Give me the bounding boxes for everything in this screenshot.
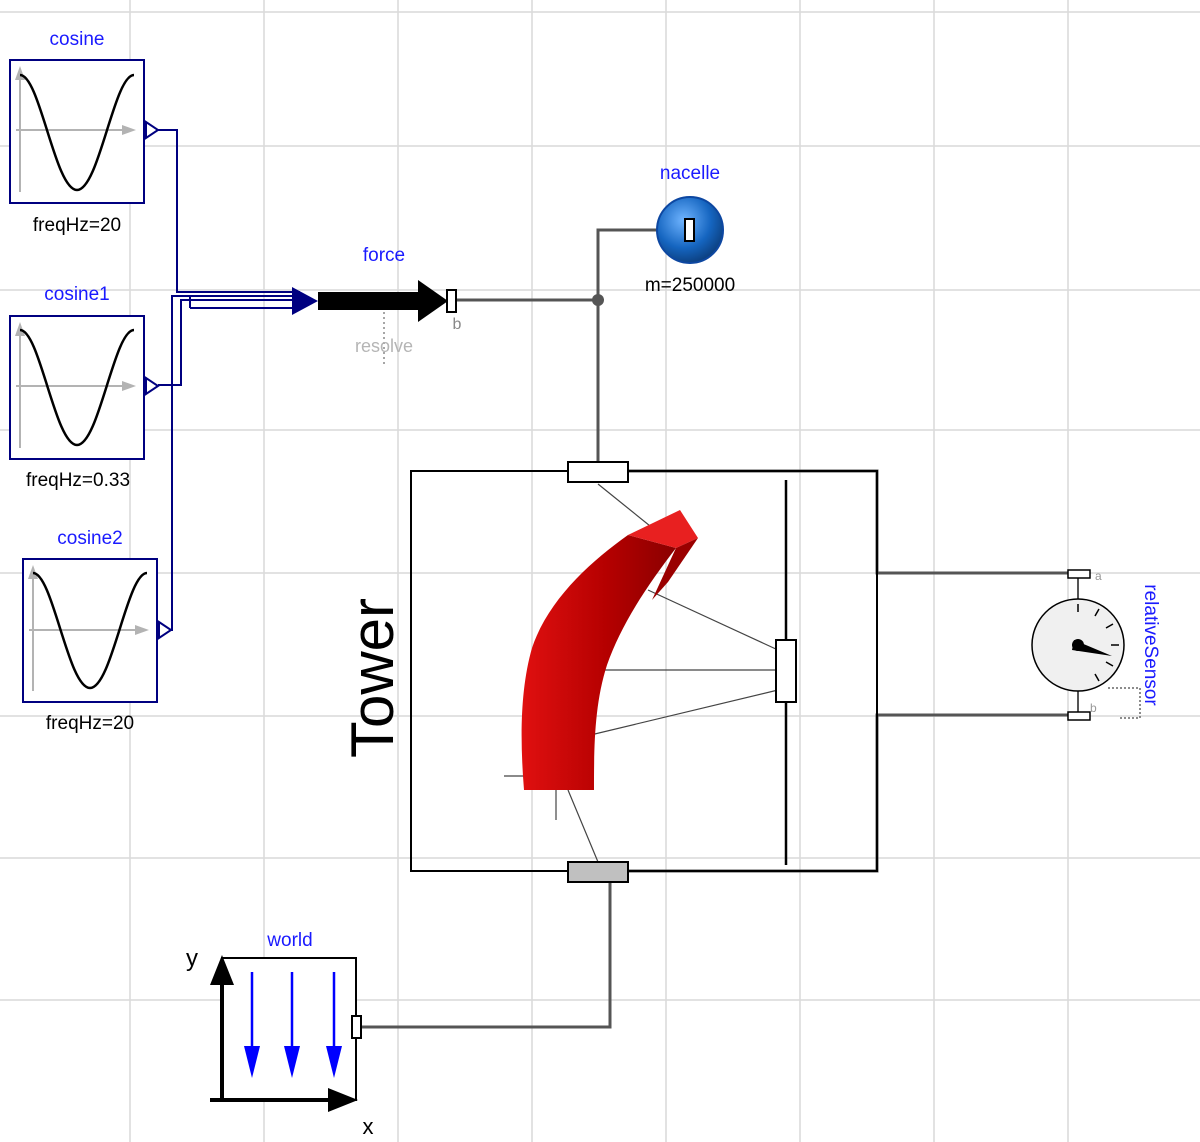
sensor-port-a-label: a (1095, 569, 1102, 583)
cosine1-label: cosine1 (44, 284, 110, 305)
tower-side-connector[interactable] (775, 639, 797, 703)
tower-top-connector[interactable] (567, 461, 629, 483)
cosine-label: cosine (50, 29, 105, 50)
force-label: force (363, 245, 405, 266)
world-label: world (266, 930, 312, 951)
cosine2-param: freqHz=20 (46, 713, 134, 734)
cosine-block[interactable] (9, 59, 160, 204)
mechanical-connections[interactable] (360, 228, 660, 1029)
relative-sensor-block[interactable] (1031, 569, 1141, 721)
tower-block[interactable] (410, 461, 1072, 883)
tower-label: Tower (339, 598, 406, 758)
sensor-port-b-label: b (1090, 701, 1097, 715)
world-axis-x-label: x (363, 1114, 374, 1139)
world-axis-y-label: y (186, 945, 198, 972)
cosine2-label: cosine2 (57, 528, 123, 549)
cosine1-block[interactable] (9, 315, 160, 460)
tower-beam-shape (521, 535, 676, 790)
signal-connections[interactable] (158, 129, 300, 631)
force-port-b-label: b (453, 316, 462, 333)
tower-bottom-connector[interactable] (567, 861, 629, 883)
cosine2-block[interactable] (22, 558, 173, 703)
force-resolve-label: resolve (355, 336, 413, 356)
relative-sensor-label: relativeSensor (1140, 584, 1161, 706)
nacelle-mass[interactable] (656, 196, 724, 264)
nacelle-label: nacelle (660, 163, 720, 184)
world-block[interactable] (210, 955, 362, 1112)
cosine1-param: freqHz=0.33 (26, 470, 130, 491)
nacelle-param: m=250000 (645, 275, 735, 296)
cosine-param: freqHz=20 (33, 215, 121, 236)
connection-node (592, 294, 604, 306)
force-block[interactable] (292, 280, 457, 366)
